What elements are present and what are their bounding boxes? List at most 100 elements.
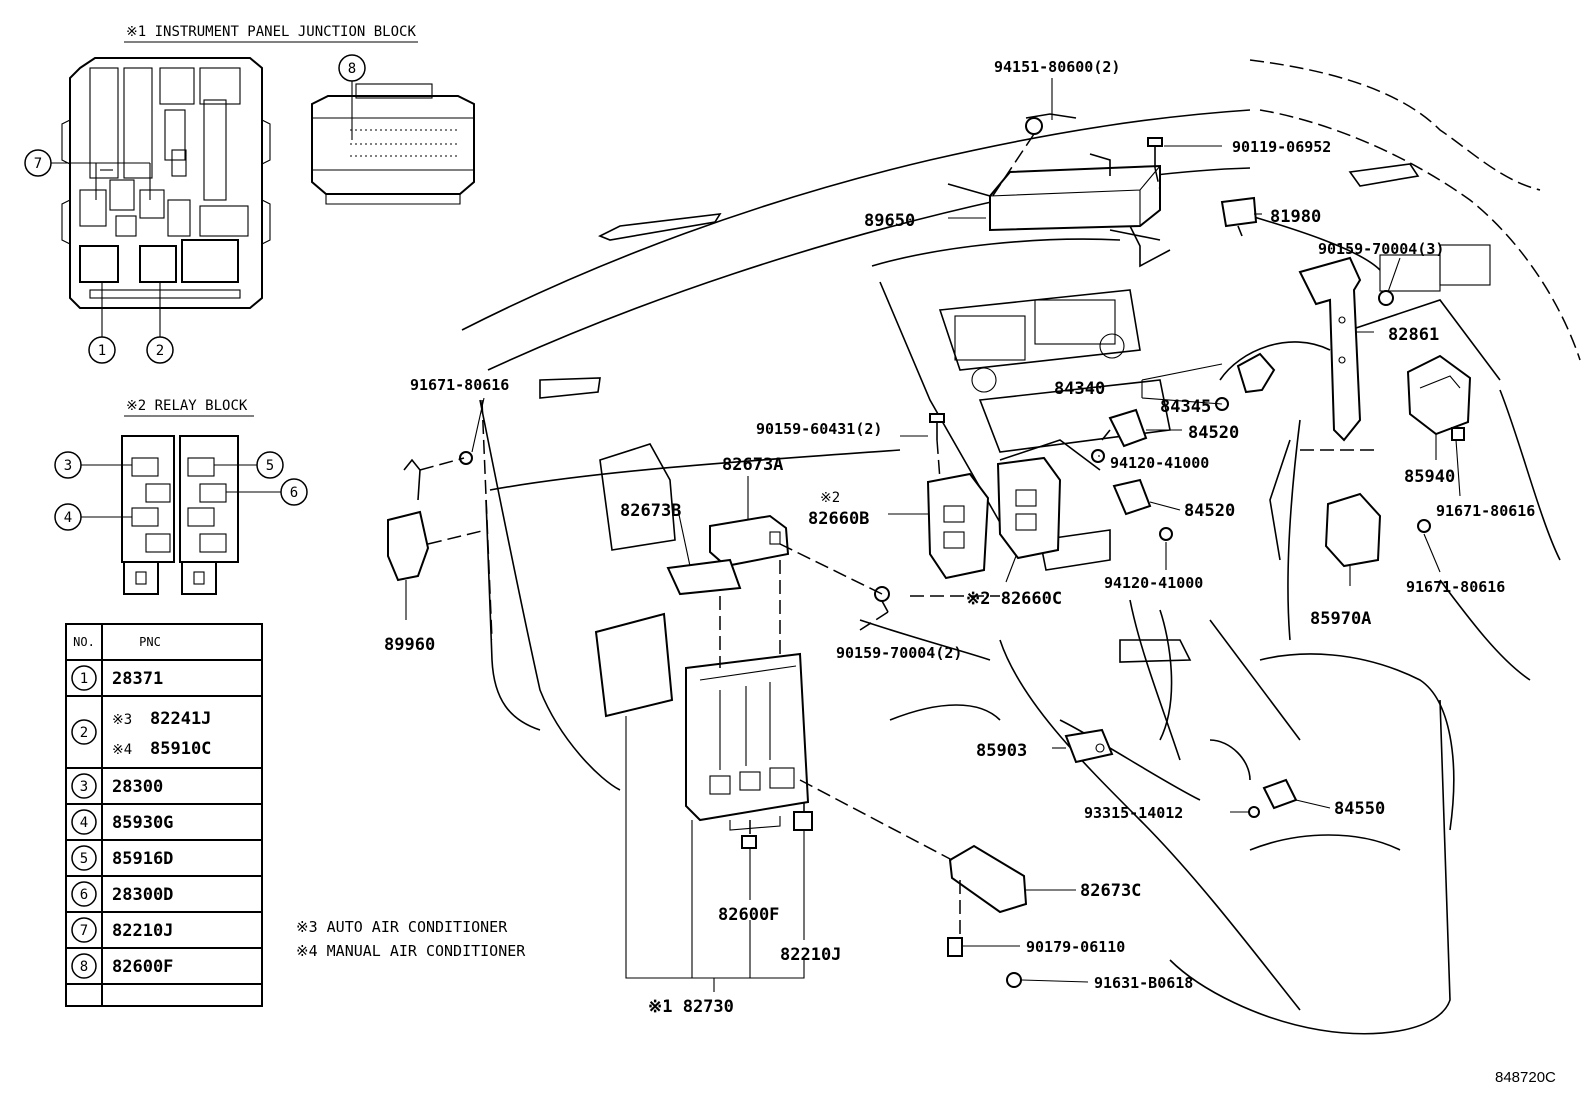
bolt-90159-70004-left (874, 586, 890, 613)
dashboard-outline (461, 59, 1581, 1035)
bolt-90119 (1147, 137, 1163, 168)
label-82861: 82861 (1388, 325, 1439, 345)
table-row-pnc: 28300D (112, 885, 173, 905)
table-row-number: 5 (80, 851, 88, 867)
junction-block-82730 (594, 612, 810, 831)
table-row-number-circle (71, 665, 97, 691)
label-82673A: 82673A (722, 455, 783, 475)
table-row-number-circle (71, 917, 97, 943)
table-header-no: NO. (73, 635, 95, 649)
junction-block-illustration (61, 57, 271, 309)
relay-82660B (926, 472, 990, 580)
table-row-pnc-mark: ※4 (112, 742, 132, 758)
table-row-number-circle (71, 845, 97, 871)
label-91671-80616-right: 91671-80616 (1436, 502, 1535, 520)
table-row-number: 6 (80, 887, 88, 903)
leader-lines (405, 78, 1461, 992)
relay-85940 (1406, 354, 1472, 441)
table-row-number: 1 (80, 671, 88, 687)
label-84520-lower: 84520 (1184, 501, 1235, 521)
label-85970A: 85970A (1310, 609, 1371, 629)
label-82673C: 82673C (1080, 881, 1141, 901)
table-row-pnc: 28371 (112, 669, 163, 689)
label-90159-70004-2: 90159-70004(2) (836, 644, 962, 662)
table-row-number: 8 (80, 959, 88, 975)
callout-6-label: 6 (290, 485, 298, 501)
label-82660C: ※2 82660C (966, 589, 1062, 609)
relay-block-illustration (121, 435, 239, 595)
note-auto-ac: ※3 AUTO AIR CONDITIONER (296, 918, 508, 936)
pnc-table (65, 623, 263, 1007)
callout-2-label: 2 (156, 343, 164, 359)
table-row-pnc: 28300 (112, 777, 163, 797)
label-90159-60431-2: 90159-60431(2) (756, 420, 882, 438)
table-header-pnc: PNC (139, 635, 161, 649)
sensor-89960 (387, 451, 473, 582)
switch-84340 (1215, 352, 1276, 411)
label-82210J: 82210J (780, 945, 841, 965)
table-row-number-circle (71, 881, 97, 907)
note-manual-ac: ※4 MANUAL AIR CONDITIONER (296, 942, 526, 960)
label-84520-upper: 84520 (1188, 423, 1239, 443)
callout-1-label: 1 (98, 343, 106, 359)
switch-84520-lower (1112, 478, 1173, 541)
table-row-number-circle (71, 809, 97, 835)
label-84340: 84340 (1054, 379, 1105, 399)
ipjb-caption: ※1 INSTRUMENT PANEL JUNCTION BLOCK (126, 24, 416, 40)
buzzer-85903 (1064, 728, 1114, 764)
label-94151-80600: 94151-80600(2) (994, 58, 1120, 76)
label-82660B: 82660B (808, 509, 869, 529)
label-91631-B0618: 91631-B0618 (1094, 974, 1193, 992)
label-85903: 85903 (976, 741, 1027, 761)
drawing-number: 848720C (1495, 1069, 1556, 1086)
label-90119-06952: 90119-06952 (1232, 138, 1331, 156)
relay-caption: ※2 RELAY BLOCK (126, 398, 248, 414)
callout-7-label: 7 (34, 156, 42, 172)
callout-3-label: 3 (64, 458, 72, 474)
junction-block-ecu-illustration (311, 83, 475, 205)
connector-82673B (666, 558, 742, 596)
switch-84550 (1248, 778, 1298, 818)
label-81980: 81980 (1270, 207, 1321, 227)
relay-85970A (1324, 492, 1431, 568)
connector-82673A (709, 514, 790, 568)
bolt-90159-70004-right (1378, 290, 1394, 306)
label-89650: 89650 (864, 211, 915, 231)
label-93315-14012: 93315-14012 (1084, 804, 1183, 822)
table-row-number: 2 (80, 725, 88, 741)
label-84550: 84550 (1334, 799, 1385, 819)
callout-4-label: 4 (64, 510, 72, 526)
label-91671-80616-lower: 91671-80616 (1406, 578, 1505, 596)
label-90179-06110: 90179-06110 (1026, 938, 1125, 956)
label-90159-70004-3: 90159-70004(3) (1318, 240, 1444, 258)
bolt-90159-60431 (929, 413, 945, 440)
table-row-number-circle (71, 719, 97, 745)
grommet-94151 (1025, 113, 1077, 135)
connector-82673C (947, 844, 1028, 988)
table-row-pnc: 82600F (112, 957, 173, 977)
relay-82210J (793, 811, 813, 831)
label-82730: ※1 82730 (648, 997, 734, 1017)
table-row-number: 7 (80, 923, 88, 939)
label-94120-41000-upper: 94120-41000 (1110, 454, 1209, 472)
table-row-pnc: 82210J (112, 921, 173, 941)
table-row-pnc: 85916D (112, 849, 173, 869)
fuse-82600F (741, 835, 757, 849)
table-row-number: 4 (80, 815, 88, 831)
label-91671-80616-left: 91671-80616 (410, 376, 509, 394)
label-82600F: 82600F (718, 905, 779, 925)
sensor-81980 (1220, 196, 1258, 237)
ecu-89650 (947, 153, 1171, 268)
relay-82660C (996, 456, 1062, 560)
table-row-number-circle (71, 773, 97, 799)
table-row-pnc-mark: ※3 (112, 712, 132, 728)
label-85940: 85940 (1404, 467, 1455, 487)
label-89960: 89960 (384, 635, 435, 655)
label-82673B: 82673B (620, 501, 681, 521)
table-row-number-circle (71, 953, 97, 979)
label-84345: 84345 (1160, 397, 1211, 417)
callout-5-label: 5 (266, 458, 274, 474)
table-row-pnc: 82241J (150, 709, 211, 729)
